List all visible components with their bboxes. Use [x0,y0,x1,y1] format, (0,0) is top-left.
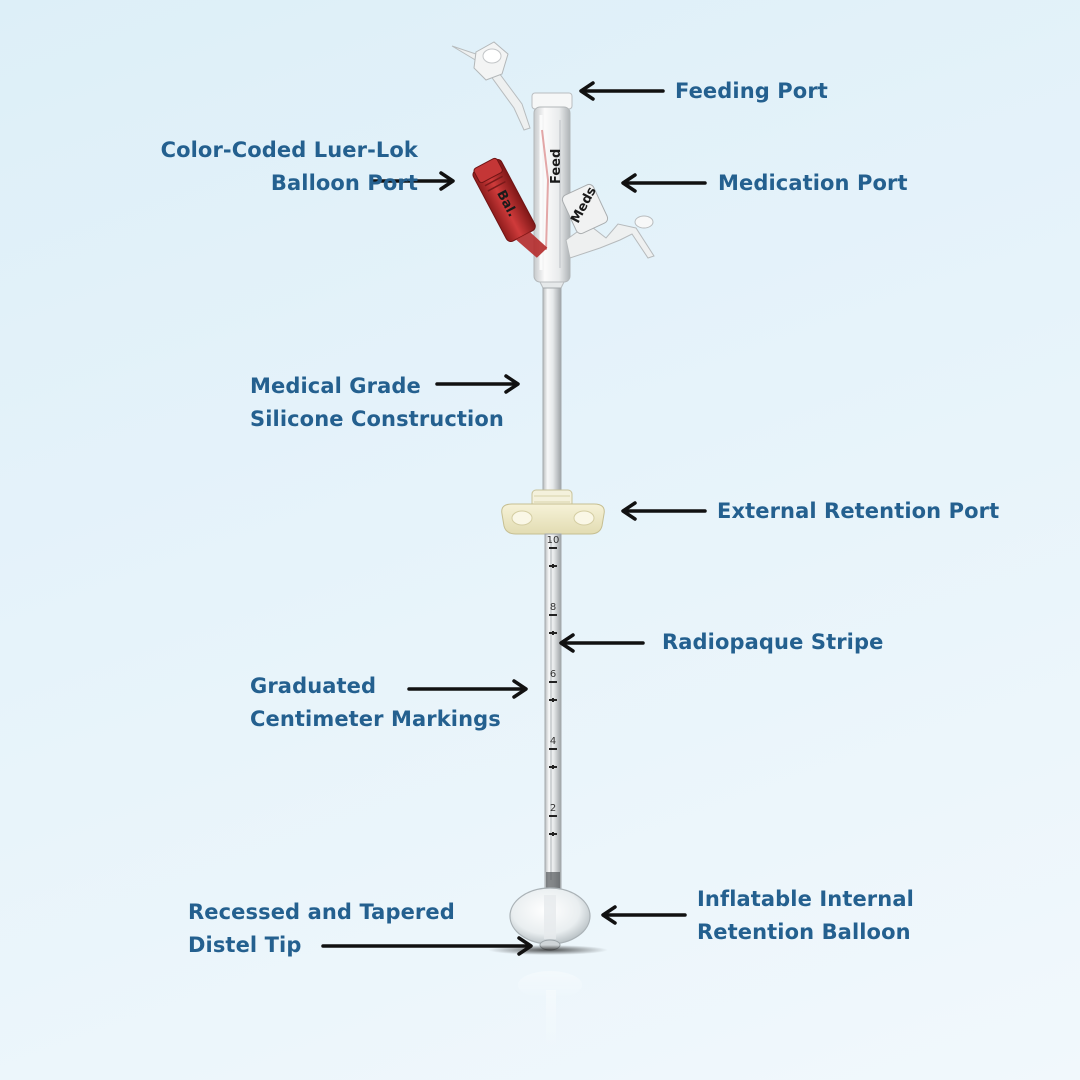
label-external-retention-text: External Retention Port [717,499,1000,523]
reflection [518,971,582,1050]
arrow-distal-tip [321,936,533,956]
hub-body: Feed [531,92,573,291]
feed-label: Feed [549,149,564,184]
label-balloon-port-line2: Balloon Port [270,171,418,195]
scale-number: 6 [550,669,556,680]
medication-port-cap: Meds [561,183,655,259]
label-graduated: Graduated Centimeter Markings [250,670,501,736]
label-silicone-line1: Medical Grade [250,374,421,398]
upper-tube [542,287,562,499]
balloon-port-luer: Bal. [472,157,548,258]
arrow-balloon [601,905,687,925]
arrow-medication-port [621,173,707,193]
external-retention-bolster [501,489,605,535]
label-graduated-line1: Graduated [250,674,377,698]
label-graduated-line2: Centimeter Markings [250,707,501,731]
scale-number: 10 [547,535,560,546]
label-balloon-port: Color-Coded Luer-Lok Balloon Port [161,134,418,200]
scale-tick [549,765,557,769]
feeding-tube-device: Feed Bal. Meds [451,41,655,1050]
scale-tick [549,631,557,635]
scale-number: 2 [550,803,556,814]
label-balloon-line2: Retention Balloon [697,920,911,944]
label-balloon-port-line1: Color-Coded Luer-Lok [160,138,418,162]
label-medication-port: Medication Port [718,167,908,200]
label-radiopaque: Radiopaque Stripe [662,626,883,659]
arrow-balloon-port [370,171,455,191]
scale-number: 4 [550,736,556,747]
label-radiopaque-text: Radiopaque Stripe [662,630,884,654]
label-balloon-line1: Inflatable Internal [697,887,914,911]
label-feeding-port: Feeding Port [675,75,828,108]
lower-tube [544,533,562,903]
feeding-port-cap [451,41,531,131]
arrow-feeding-port [579,81,665,101]
arrow-silicone [435,374,520,394]
scale-tick [549,698,557,702]
scale-tick [549,832,557,836]
label-distal-tip-line2: Distel Tip [188,933,302,957]
scale-number: 8 [550,602,556,613]
label-external-retention: External Retention Port [717,495,999,528]
label-balloon: Inflatable Internal Retention Balloon [697,883,914,949]
arrow-external-retention [621,501,707,521]
arrow-radiopaque [559,633,645,653]
label-distal-tip-line1: Recessed and Tapered [188,900,455,924]
scale-marks: 10 8 6 4 2 [547,535,560,836]
label-silicone-line2: Silicone Construction [250,407,504,431]
scale-tick [549,564,557,568]
label-feeding-port-text: Feeding Port [675,79,828,103]
arrow-graduated [407,679,528,699]
label-distal-tip: Recessed and Tapered Distel Tip [188,896,455,962]
arrows [321,81,707,956]
label-medication-port-text: Medication Port [718,171,908,195]
label-silicone: Medical Grade Silicone Construction [250,370,504,436]
